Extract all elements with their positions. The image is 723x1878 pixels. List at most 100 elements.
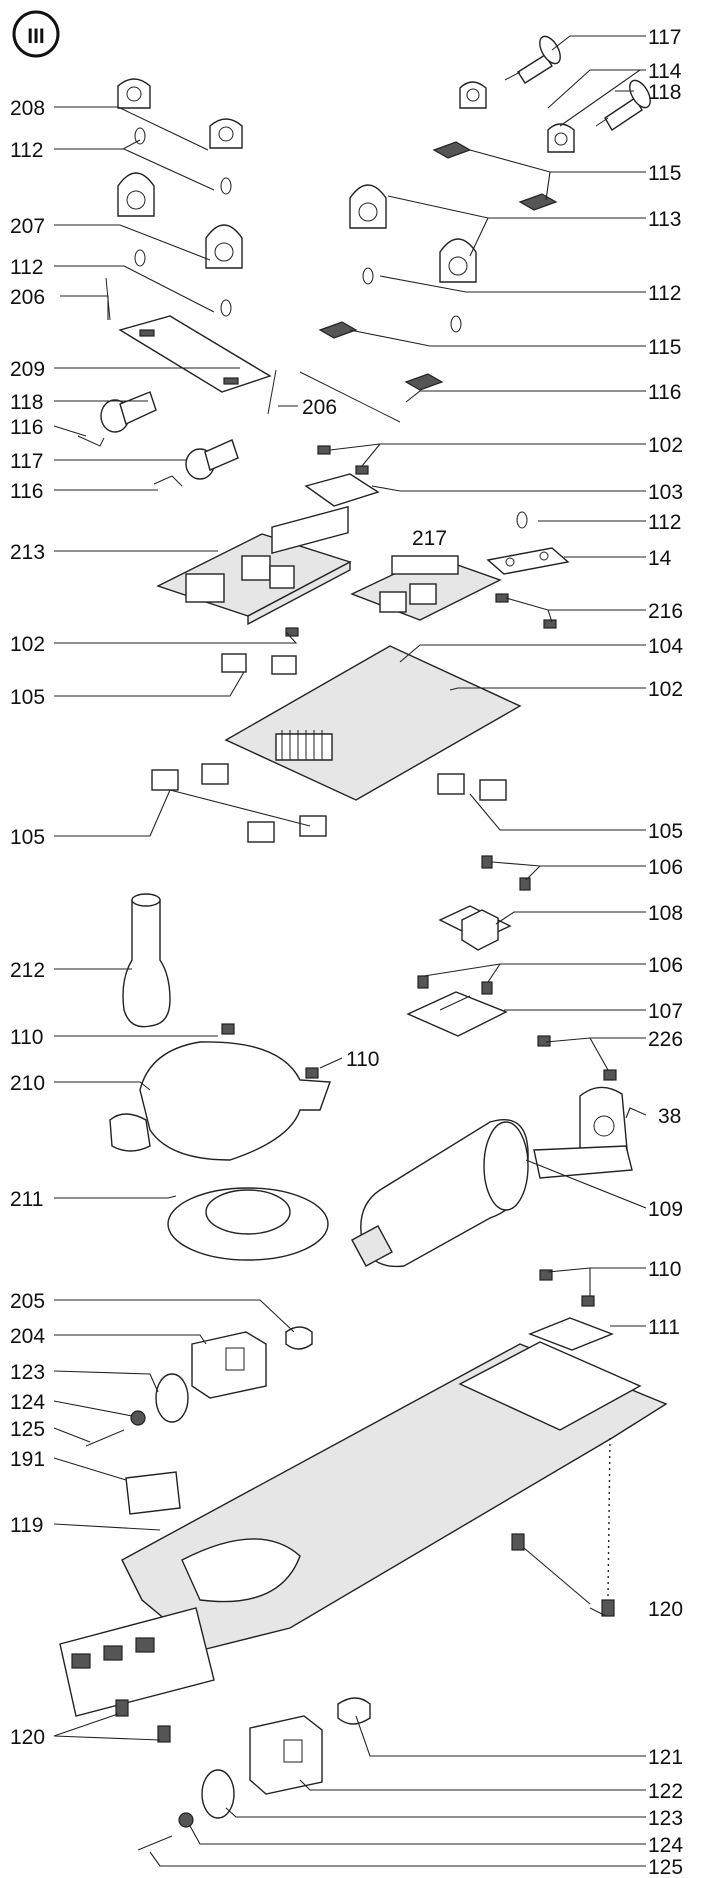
part-108-motor-clamp — [438, 905, 512, 951]
part-117-bulb-holder-left — [185, 439, 239, 480]
part-226-screws — [537, 1035, 617, 1081]
part-105-spacers-left — [151, 763, 327, 843]
part-209-light-plate — [118, 315, 272, 393]
part-210-speaker-housing — [109, 1041, 331, 1161]
callout-label: 204 — [10, 1325, 45, 1348]
callout-label: 14 — [648, 547, 672, 570]
callout-label: 105 — [10, 686, 45, 709]
callout-label: 102 — [648, 678, 683, 701]
part-216-screws — [495, 593, 557, 629]
callout-label: 112 — [648, 511, 681, 534]
part-106-screws-top — [481, 855, 531, 891]
callout-label: 211 — [10, 1188, 43, 1211]
callout-label: 213 — [10, 541, 45, 564]
callout-label: 111 — [648, 1316, 680, 1339]
callout-label: 206 — [10, 286, 45, 309]
part-119-chassis — [59, 1341, 668, 1717]
callout-label: 112 — [648, 282, 681, 305]
callout-label: 124 — [10, 1391, 45, 1414]
callout-label: 104 — [648, 635, 683, 658]
part-208-socket-pair — [117, 78, 243, 149]
callout-label: 108 — [648, 902, 683, 925]
part-211-speaker — [167, 1187, 329, 1261]
part-204-gearbox-front — [191, 1331, 267, 1399]
part-123-wheel-disc-bottom — [201, 1769, 235, 1819]
callout-label: 120 — [648, 1598, 683, 1621]
callout-label: 116 — [10, 480, 43, 503]
callout-label: 112 — [10, 256, 43, 279]
callout-label: 115 — [648, 162, 681, 185]
callout-label: 118 — [648, 81, 681, 104]
callout-labels: 117 114 118 208 112 115 207 113 112 206 … — [10, 26, 683, 1878]
callout-label: 124 — [648, 1834, 683, 1857]
part-112-bulbs-right — [362, 267, 528, 529]
part-116-wire-right — [299, 371, 401, 423]
leader-lines — [53, 35, 647, 1867]
callout-label: 106 — [648, 856, 683, 879]
part-114-lamp-socket-pair — [459, 81, 575, 153]
callout-label: 120 — [10, 1726, 45, 1749]
callout-label: 206 — [302, 396, 337, 419]
callout-label: 216 — [648, 600, 683, 623]
callout-label: 117 — [10, 450, 43, 473]
callout-label: 116 — [10, 416, 43, 439]
callout-label: 102 — [648, 434, 683, 457]
part-125-shaft-bottom — [137, 1835, 173, 1851]
callout-label: 113 — [648, 208, 681, 231]
callout-label: 112 — [10, 139, 43, 162]
part-14-mounting-plate — [486, 547, 570, 575]
part-104-carrier-board — [224, 645, 522, 801]
callout-label: 205 — [10, 1290, 45, 1313]
part-115-contacts-mid — [318, 321, 444, 391]
callout-label: 125 — [10, 1418, 45, 1441]
callout-label: 109 — [648, 1198, 683, 1221]
callout-label: 116 — [648, 381, 681, 404]
part-125-shaft-top — [85, 1429, 125, 1447]
callout-label: 207 — [10, 215, 45, 238]
callout-label: 226 — [648, 1028, 683, 1051]
part-116-wire-left-top — [77, 435, 105, 447]
part-120-screws-right — [511, 1533, 615, 1617]
part-118-bulb-holder-right — [595, 79, 651, 131]
callout-label: 210 — [10, 1072, 45, 1095]
part-117-bulb-holder-top — [504, 35, 561, 84]
callout-label: 117 — [648, 26, 681, 49]
part-118-bulb-holder-left — [100, 391, 157, 433]
callout-label: 103 — [648, 481, 683, 504]
part-191-decal — [125, 1471, 181, 1515]
callout-label: 107 — [648, 1000, 683, 1023]
part-115-contacts-top — [432, 141, 558, 211]
part-123-wheel-disc-top — [155, 1373, 189, 1423]
alignment-line — [607, 1437, 611, 1597]
callout-label: 217 — [412, 527, 447, 550]
part-124-nut-top — [130, 1410, 146, 1426]
part-121-flywheel-bottom — [337, 1697, 371, 1725]
callout-label: 119 — [10, 1514, 43, 1537]
part-206-pin-right — [267, 369, 277, 415]
part-217-interface-board — [350, 555, 502, 621]
part-38-mounting-bracket — [533, 1086, 633, 1179]
callout-label: 114 — [648, 60, 682, 83]
part-102-screws-top — [317, 445, 369, 475]
callout-label: 209 — [10, 358, 45, 381]
part-105-spacers-top — [221, 653, 297, 675]
part-110-screw-mid — [305, 1067, 319, 1079]
part-122-gearbox-rear — [249, 1715, 323, 1795]
part-106-screws-bottom — [417, 975, 493, 995]
part-207-socket-pair — [117, 172, 243, 269]
part-103-bracket — [304, 473, 380, 507]
part-205-flywheel — [285, 1326, 313, 1350]
callout-label: 208 — [10, 97, 45, 120]
callout-label: 121 — [648, 1746, 683, 1769]
part-212-sound-tube — [122, 893, 171, 1028]
part-116-wire-left-bottom — [153, 475, 183, 487]
callout-label: 191 — [10, 1448, 45, 1471]
part-109-motor — [351, 1119, 529, 1268]
callout-label: 110 — [346, 1048, 379, 1071]
part-111-plate-right — [528, 1317, 614, 1351]
part-110-screw-left — [221, 1023, 235, 1035]
callout-label: 115 — [648, 336, 681, 359]
part-105-spacers-right — [437, 773, 507, 801]
part-110-screws-right — [539, 1269, 595, 1307]
